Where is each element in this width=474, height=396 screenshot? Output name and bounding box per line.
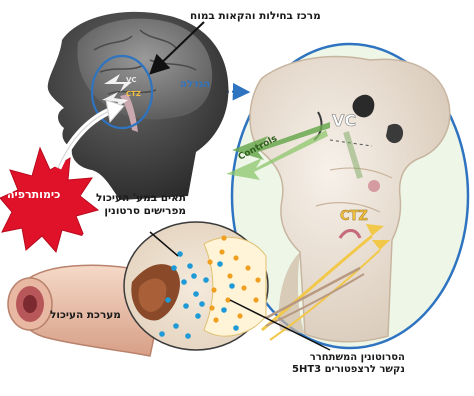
brain-center-label: מרכז בחילות והקאות במוח xyxy=(190,10,321,23)
cells-label-line-2: מפרישים סרטונין xyxy=(96,205,186,218)
vc-big-label: VC xyxy=(332,111,356,130)
vc-small-label: VC xyxy=(126,76,137,84)
ctz-big-label: CTZ xyxy=(340,209,368,224)
cells-label-line-1: תאים במע' העיכול xyxy=(96,192,186,205)
cell-closeup xyxy=(124,222,268,350)
head-silhouette xyxy=(48,12,229,200)
released-label-line-2: נקשר לרצפטורים 5HT3 xyxy=(292,364,405,376)
released-label-line-1: הסרוטונין המשתחרר xyxy=(292,352,405,364)
digestive-system-label: מערכת העיכול xyxy=(50,309,121,322)
cells-label: תאים במע' העיכול מפרישים סרטונין xyxy=(96,192,186,217)
magnification-label: הגדלה xyxy=(180,79,210,91)
ctz-small-label: CTZ xyxy=(126,90,141,98)
released-serotonin-label: הסרוטונין המשתחרר נקשר לרצפטורים 5HT3 xyxy=(292,352,405,376)
chemotherapy-label: כימותרפיה xyxy=(7,188,60,201)
